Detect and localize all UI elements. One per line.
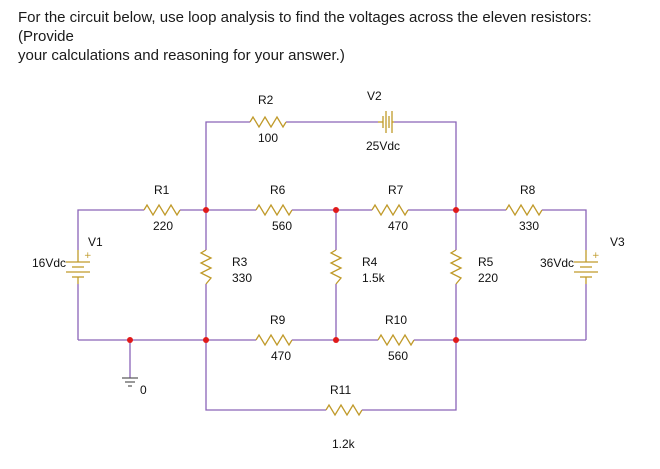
r5-symbol xyxy=(449,249,463,285)
v2-name: V2 xyxy=(367,89,382,103)
svg-text:+: + xyxy=(592,251,600,261)
r8-symbol xyxy=(505,203,543,217)
question-text: For the circuit below, use loop analysis… xyxy=(18,8,648,65)
r9-name: R9 xyxy=(270,313,286,327)
r10-symbol xyxy=(377,333,415,347)
r10-name: R10 xyxy=(385,313,407,327)
wires xyxy=(77,121,587,411)
r9-symbol xyxy=(255,333,293,347)
r5-name: R5 xyxy=(478,255,494,269)
ground-symbol xyxy=(122,377,138,387)
v3-name: V3 xyxy=(610,235,625,249)
question-line-1: For the circuit below, use loop analysis… xyxy=(18,9,592,45)
v1-value: 16Vdc xyxy=(32,256,66,270)
resistors xyxy=(143,115,543,417)
r5-value: 220 xyxy=(478,271,498,285)
r2-name: R2 xyxy=(258,93,274,107)
r2-symbol xyxy=(249,115,287,129)
r10-value: 560 xyxy=(388,349,408,363)
v3-value: 36Vdc xyxy=(540,256,574,270)
v1-name: V1 xyxy=(88,235,103,249)
wire-top xyxy=(205,121,457,210)
r8-name: R8 xyxy=(520,183,536,197)
labels: R1 220 R2 100 V2 25Vdc R6 560 R7 470 R8 … xyxy=(32,89,625,451)
v2-symbol xyxy=(378,111,394,133)
r2-value: 100 xyxy=(258,131,278,145)
node-dot xyxy=(203,337,209,343)
r6-name: R6 xyxy=(270,183,286,197)
r7-symbol xyxy=(371,203,409,217)
r6-value: 560 xyxy=(272,219,292,233)
svg-text:+: + xyxy=(84,251,92,261)
node-dot xyxy=(453,207,459,213)
r7-value: 470 xyxy=(388,219,408,233)
r4-value: 1.5k xyxy=(362,271,386,285)
r6-symbol xyxy=(255,203,293,217)
question-line-2: your calculations and reasoning for your… xyxy=(18,47,345,64)
wire-bottom xyxy=(205,340,457,411)
v3-symbol: + xyxy=(574,250,600,284)
v2-value: 25Vdc xyxy=(366,139,400,153)
r7-name: R7 xyxy=(388,183,404,197)
ground-label: 0 xyxy=(140,383,147,397)
r9-value: 470 xyxy=(271,349,291,363)
r11-name: R11 xyxy=(330,383,351,397)
node-dot xyxy=(453,337,459,343)
r3-value: 330 xyxy=(232,271,252,285)
r3-name: R3 xyxy=(232,255,248,269)
r11-value: 1.2k xyxy=(332,437,356,451)
r3-symbol xyxy=(199,249,213,285)
nodes xyxy=(127,207,459,343)
r1-symbol xyxy=(143,203,181,217)
node-dot xyxy=(333,207,339,213)
node-dot xyxy=(333,337,339,343)
node-dot xyxy=(127,337,133,343)
r1-value: 220 xyxy=(153,219,173,233)
wire-middle xyxy=(77,209,587,250)
v1-symbol: + xyxy=(66,250,92,284)
r4-symbol xyxy=(329,249,343,285)
r8-value: 330 xyxy=(519,219,539,233)
r1-name: R1 xyxy=(154,183,170,197)
r4-name: R4 xyxy=(362,255,378,269)
r11-symbol xyxy=(325,403,363,417)
node-dot xyxy=(203,207,209,213)
